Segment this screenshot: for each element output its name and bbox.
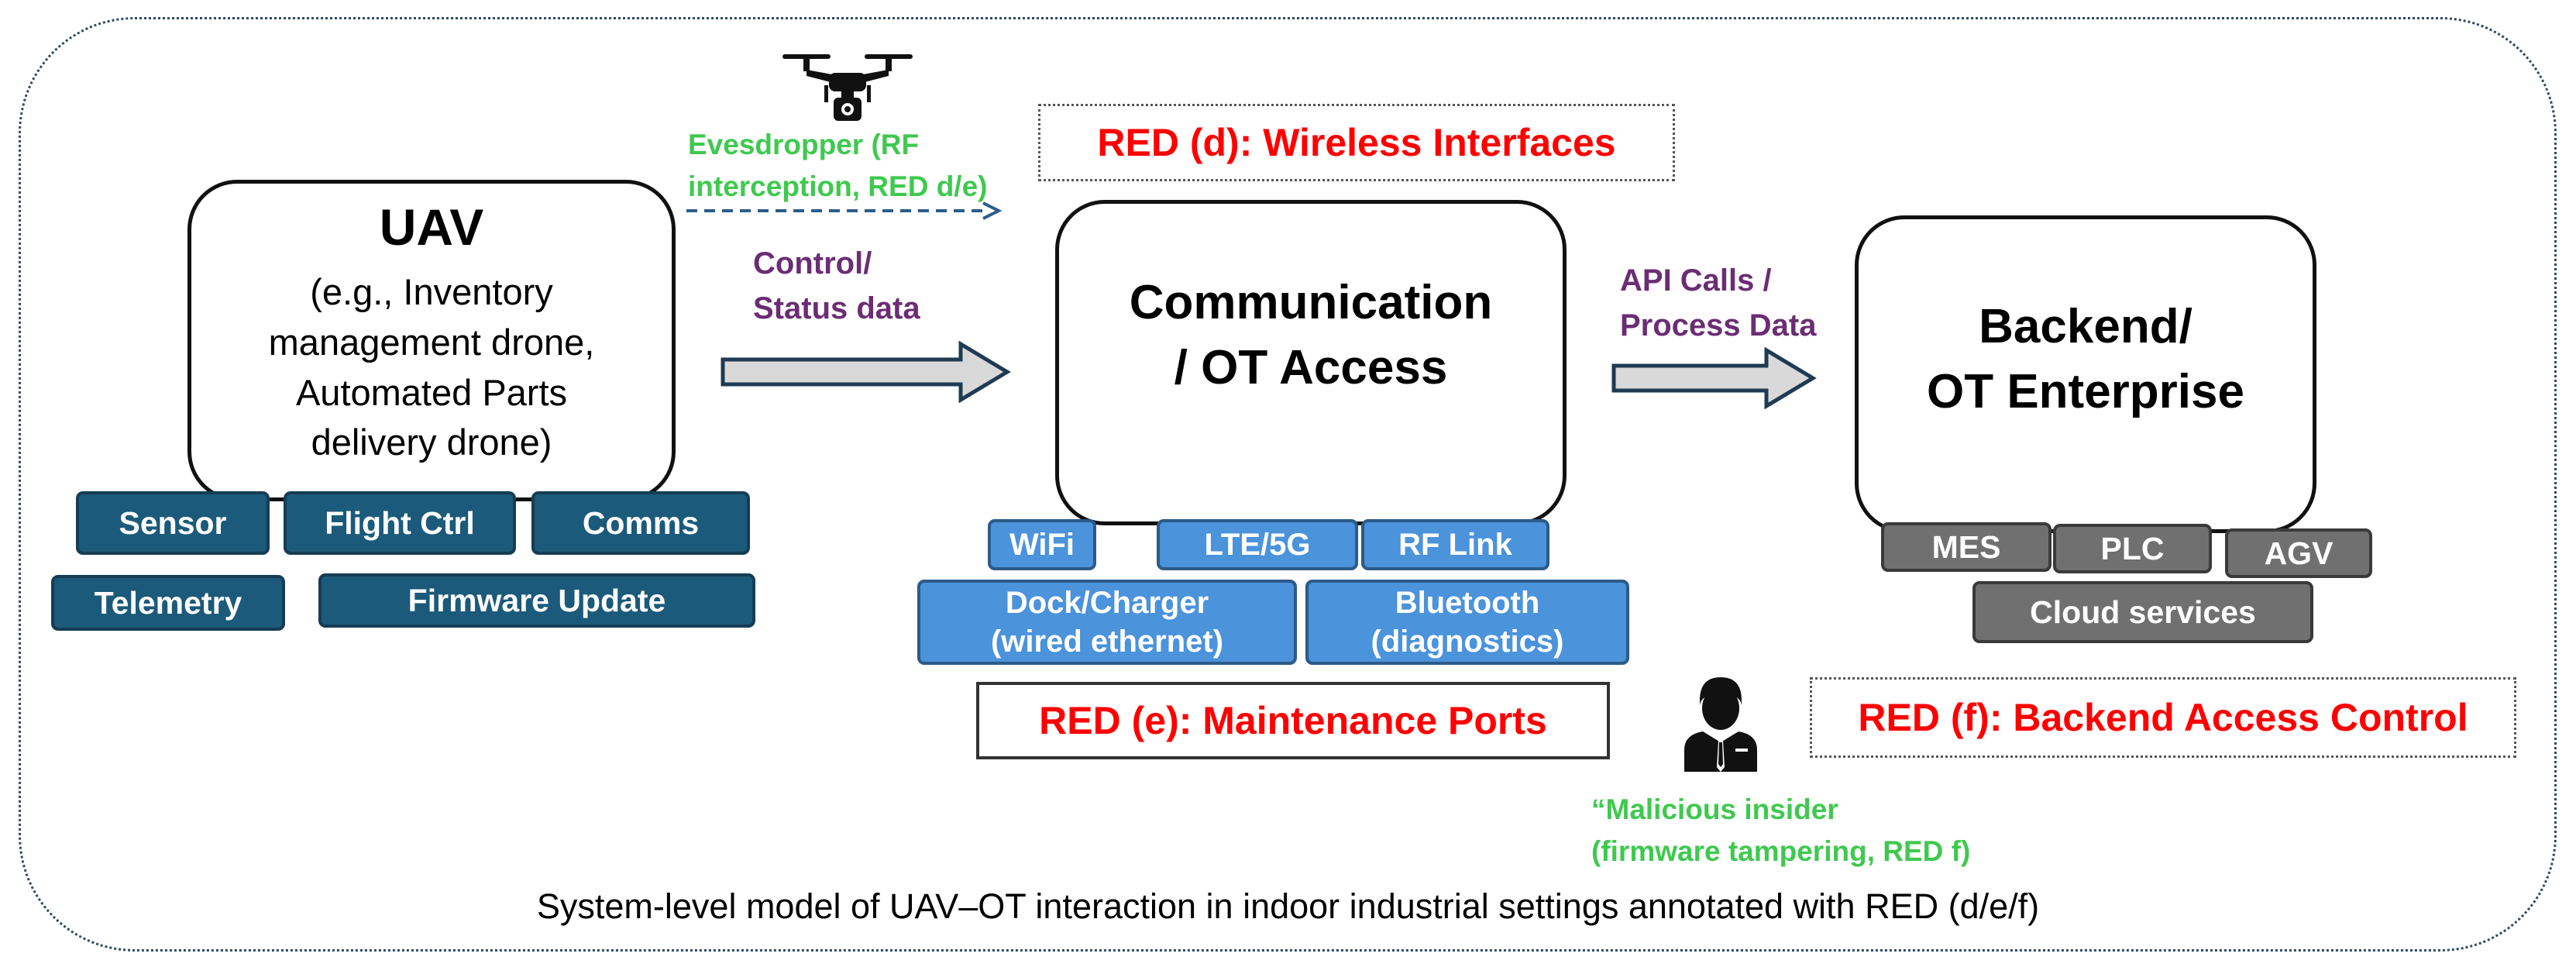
insider-line-2: (firmware tampering, RED f) [1591,835,1971,867]
insider-line-1: “Malicious insider [1591,793,1838,825]
comm-title-1: Communication [1129,276,1493,330]
red-d-label: RED (d): Wireless Interfaces [1038,104,1675,181]
dock-line-1: Dock/Charger [1005,586,1209,620]
backend-chip-mes: MES [1881,522,2052,572]
dashed-arrow-icon [686,201,1003,220]
control-status-label: Control/ Status data [753,241,920,331]
backend-chip-agv: AGV [2225,528,2372,578]
backend-chip-cloud-services: Cloud services [1972,581,2313,643]
backend-title-1: Backend/ [1979,300,2193,354]
red-f-label: RED (f): Backend Access Control [1810,677,2516,758]
eavesdropper-label: Evesdropper (RF interception, RED d/e) [688,124,987,207]
uav-desc-4: delivery drone) [311,422,552,463]
comm-chip-wifi: WiFi [988,519,1096,570]
uav-desc-3: Automated Parts [295,371,568,413]
diagram-frame [19,17,2557,952]
control-line-2: Status data [753,291,920,325]
dock-line-2: (wired ethernet) [990,625,1224,659]
api-line-2: Process Data [1620,308,1817,342]
backend-title-2: OT Enterprise [1927,365,2244,418]
bt-line-1: Bluetooth [1395,586,1540,620]
comm-chip-rf-link: RF Link [1361,519,1549,570]
flow-arrow-icon [721,341,1011,403]
uav-chip-sensor: Sensor [76,491,270,555]
api-line-1: API Calls / [1620,263,1772,298]
control-line-1: Control/ [753,246,872,280]
uav-chip-firmware-update: Firmware Update [318,573,755,628]
api-calls-label: API Calls / Process Data [1620,258,1816,348]
drone-icon [782,54,913,121]
comm-title-2: / OT Access [1174,341,1448,394]
eavesdropper-line-2: interception, RED d/e) [688,170,988,202]
uav-desc-2: management drone, [268,321,595,363]
bt-line-2: (diagnostics) [1371,625,1564,659]
uav-desc-1: (e.g., Inventory [310,270,553,312]
comm-chip-lte-5g: LTE/5G [1157,519,1358,570]
red-e-label: RED (e): Maintenance Ports [976,682,1610,759]
uav-chip-flight-ctrl: Flight Ctrl [284,491,516,555]
flow-arrow-icon [1611,347,1817,409]
insider-label: “Malicious insider (firmware tampering, … [1591,789,1970,872]
figure-caption: System-level model of UAV–OT interaction… [536,886,2040,926]
backend-box: Backend/ OT Enterprise [1855,215,2316,533]
eavesdropper-line-1: Evesdropper (RF [688,129,920,160]
comm-chip-dock-charger: Dock/Charger (wired ethernet) [917,580,1297,665]
comm-box: Communication / OT Access [1055,200,1567,525]
backend-chip-plc: PLC [2053,524,2212,573]
uav-box: UAV (e.g., Inventory management drone, A… [187,180,676,501]
uav-title: UAV [379,198,484,256]
comm-chip-bluetooth: Bluetooth (diagnostics) [1305,580,1629,665]
uav-chip-telemetry: Telemetry [51,575,285,631]
uav-chip-comms: Comms [531,491,750,555]
insider-person-icon [1684,677,1757,772]
